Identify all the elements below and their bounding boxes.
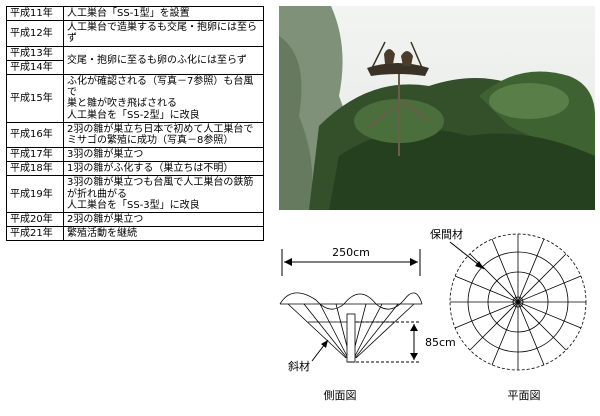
- timeline-row: 平成11年 人工巣台「SS-1型」を設置: [6, 5, 264, 22]
- timeline-event: 3羽の雛が巣立つ: [63, 147, 264, 163]
- timeline-year: 平成17年: [6, 147, 64, 163]
- timeline-row: 平成16年 2羽の雛が巣立ち日本で初めて人工巣台で ミサゴの繁殖に成功（写真－8…: [6, 121, 264, 149]
- timeline-event: 人工巣台で造巣するも交尾・抱卵には至らず: [63, 20, 264, 47]
- timeline-row: 平成12年 人工巣台で造巣するも交尾・抱卵には至らず: [6, 20, 264, 47]
- side-view-caption: 側面図: [324, 389, 357, 402]
- timeline-year: 平成11年: [6, 5, 64, 22]
- plan-view-caption: 平面図: [508, 389, 541, 402]
- width-label: 250cm: [332, 246, 370, 259]
- timeline-event: 3羽の雛が巣立つも台風で人工巣台の鉄筋 が折れ曲がる 人工巣台を「SS-3型」に…: [63, 175, 264, 213]
- timeline-row: 平成13年 交尾・抱卵に至るも卵のふ化には至らず: [6, 45, 264, 75]
- timeline-row: 平成17年 3羽の雛が巣立つ: [6, 147, 264, 163]
- height-dimension: [410, 324, 418, 360]
- event-line: 3羽の雛が巣立つも台風で人工巣台の鉄筋: [67, 177, 254, 189]
- event-line: 繁殖活動を継続: [67, 228, 137, 240]
- spacer-arrowhead: [475, 261, 484, 269]
- timeline-event: 人工巣台「SS-1型」を設置: [63, 5, 264, 22]
- timeline-year: 平成12年: [6, 20, 64, 47]
- nest-photo: [279, 6, 595, 210]
- brace-arrowhead: [321, 340, 328, 348]
- timeline-row: 平成15年 ふ化が確認される（写真－7参照）も台風で 巣と雛が吹き飛ばされる 人…: [6, 73, 264, 123]
- event-line: ミサゴの繁殖に成功（写真－8参照）: [67, 134, 234, 146]
- event-line: 人工巣台を「SS-2型」に改良: [67, 109, 200, 121]
- side-view: [279, 292, 423, 363]
- timeline-row: 平成20年 2羽の雛が巣立つ: [6, 211, 264, 228]
- timeline-table: 平成11年 人工巣台「SS-1型」を設置 平成12年 人工巣台で造巣するも交尾・…: [6, 5, 264, 242]
- event-line: が折れ曲がる: [67, 188, 127, 200]
- event-line: ふ化が確認される（写真－7参照）も台風で: [67, 75, 254, 99]
- timeline-year: 平成21年: [6, 226, 64, 242]
- timeline-event: 2羽の雛が巣立ち日本で初めて人工巣台で ミサゴの繁殖に成功（写真－8参照）: [63, 121, 264, 149]
- event-line: 人工巣台を「SS-3型」に改良: [67, 199, 200, 211]
- timeline-year: 平成14年: [6, 59, 64, 75]
- event-line: 2羽の雛が巣立つ: [67, 214, 144, 225]
- timeline-row: 平成21年 繁殖活動を継続: [6, 226, 264, 242]
- timeline-event: 繁殖活動を継続: [63, 226, 264, 242]
- event-line: 人工巣台で造巣するも交尾・抱卵には至らず: [67, 22, 257, 45]
- event-line: 人工巣台「SS-1型」を設置: [67, 8, 190, 19]
- nest-platform-diagram: 250cm 85cm 斜材 側面図 保間材: [279, 227, 587, 402]
- event-line: 3羽の雛が巣立つ: [67, 149, 144, 161]
- event-line: 巣と雛が吹き飛ばされる: [67, 98, 177, 110]
- timeline-year: 平成19年: [6, 175, 64, 213]
- timeline-event: 1羽の雛がふ化する（巣立ちは不明）: [63, 161, 264, 177]
- nest-photo-image: [279, 6, 595, 210]
- timeline-year: 平成20年: [6, 211, 64, 228]
- timeline-event: 2羽の雛が巣立つ: [63, 211, 264, 228]
- timeline-year: 平成18年: [6, 161, 64, 177]
- timeline-row: 平成18年 1羽の雛がふ化する（巣立ちは不明）: [6, 161, 264, 177]
- event-line: 1羽の雛がふ化する（巣立ちは不明）: [67, 163, 234, 175]
- event-line: 交尾・抱卵に至るも卵のふ化には至らず: [67, 54, 247, 66]
- timeline-event: ふ化が確認される（写真－7参照）も台風で 巣と雛が吹き飛ばされる 人工巣台を「S…: [63, 73, 264, 123]
- timeline-year: 平成15年: [6, 73, 64, 123]
- spacer-label: 保間材: [430, 227, 463, 241]
- timeline-year: 平成16年: [6, 121, 64, 149]
- timeline-row: 平成14年: [6, 59, 264, 75]
- timeline-event: 交尾・抱卵に至るも卵のふ化には至らず: [63, 45, 264, 75]
- plan-view: [449, 233, 587, 371]
- brace-label: 斜材: [288, 359, 310, 373]
- height-label: 85cm: [425, 336, 456, 349]
- timeline-row: 平成19年 3羽の雛が巣立つも台風で人工巣台の鉄筋 が折れ曲がる 人工巣台を「S…: [6, 175, 264, 213]
- event-line: 2羽の雛が巣立ち日本で初めて人工巣台で: [67, 123, 254, 135]
- timeline-year: 平成13年: [6, 45, 64, 61]
- width-dimension: [281, 249, 421, 276]
